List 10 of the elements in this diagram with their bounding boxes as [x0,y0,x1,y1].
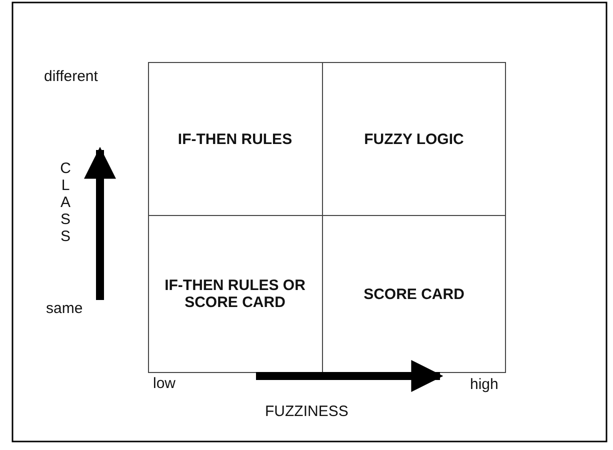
axis-label: different [44,68,98,85]
quadrant-text: IF-THEN RULES [176,130,294,150]
axis-title: FUZZINESS [265,403,348,420]
axis-title: CLASS [58,160,73,245]
quadrant-text: FUZZY LOGIC [363,130,465,150]
axis-label: low [153,375,176,392]
axis-label: high [470,376,498,393]
axis-label: same [46,300,83,317]
quadrant-text: IF-THEN RULES OR SCORE CARD [164,276,306,313]
quadrant-text: SCORE CARD [362,284,466,304]
